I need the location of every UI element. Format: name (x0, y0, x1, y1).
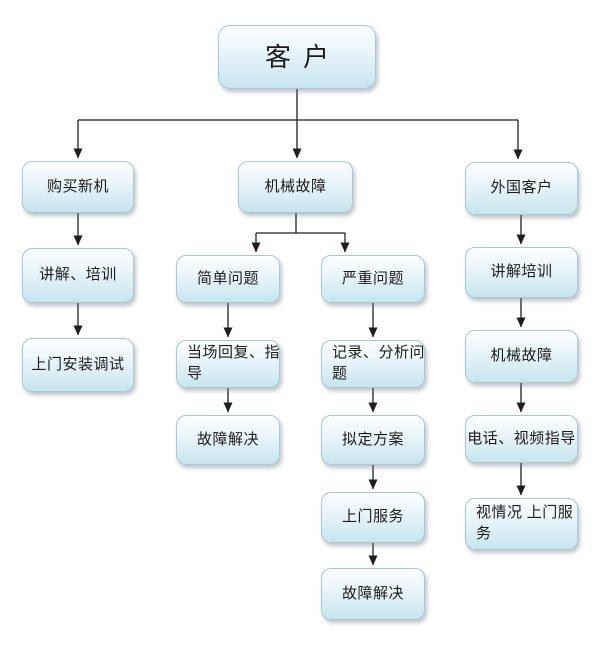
flow-node-onsite-service-as-needed: 视情况 上门服务 (465, 498, 578, 550)
flow-node-label: 严重问题 (341, 270, 404, 287)
flow-node-buy-new-machine: 购买新机 (22, 161, 134, 213)
flow-node-onspot-reply-guidance: 当场回复、指导 (176, 340, 280, 388)
flow-node-mechanical-failure: 机械故障 (238, 161, 353, 213)
flow-node-label: 简单问题 (196, 270, 259, 287)
flow-node-label: 机械故障 (264, 178, 327, 195)
flow-node-serious-problem: 严重问题 (321, 255, 425, 303)
flow-node-mechanical-failure-foreign: 机械故障 (465, 330, 578, 383)
flow-node-label: 当场回复、指导 (187, 345, 281, 382)
flow-node-fault-resolved-serious: 故障解决 (321, 568, 425, 620)
flow-node-label: 记录、分析问题 (332, 345, 426, 382)
flow-node-label: 讲解培训 (490, 264, 553, 280)
flow-node-customer: 客户 (218, 25, 376, 89)
flow-node-onsite-install-debug: 上门安装调试 (22, 338, 134, 392)
flow-node-label: 讲解、培训 (39, 267, 117, 283)
flow-node-label: 故障解决 (341, 585, 404, 602)
flow-node-label: 视情况 上门服务 (476, 505, 574, 542)
flow-node-label: 机械故障 (490, 348, 553, 364)
flow-node-phone-video-guidance: 电话、视频指导 (465, 415, 578, 463)
flow-node-fault-resolved-simple: 故障解决 (176, 415, 280, 465)
flow-node-explain-training: 讲解、培训 (22, 248, 134, 303)
flow-node-label: 外国客户 (490, 180, 553, 196)
flow-node-foreign-customer: 外国客户 (465, 162, 578, 215)
flow-node-label: 故障解决 (196, 431, 259, 448)
flow-node-label: 上门服务 (341, 509, 404, 525)
flow-node-label: 拟定方案 (341, 431, 404, 448)
flow-node-onsite-service: 上门服务 (321, 492, 425, 543)
flow-node-label: 电话、视频指导 (467, 430, 576, 447)
flow-node-simple-problem: 简单问题 (176, 255, 280, 303)
flow-node-explain-training-foreign: 讲解培训 (465, 247, 578, 298)
flow-node-record-analyze-problem: 记录、分析问题 (321, 340, 425, 388)
flow-node-draft-plan: 拟定方案 (321, 415, 425, 465)
flow-node-label: 购买新机 (46, 178, 109, 195)
flow-node-label: 客户 (264, 42, 341, 72)
flow-node-label: 上门安装调试 (31, 356, 125, 373)
